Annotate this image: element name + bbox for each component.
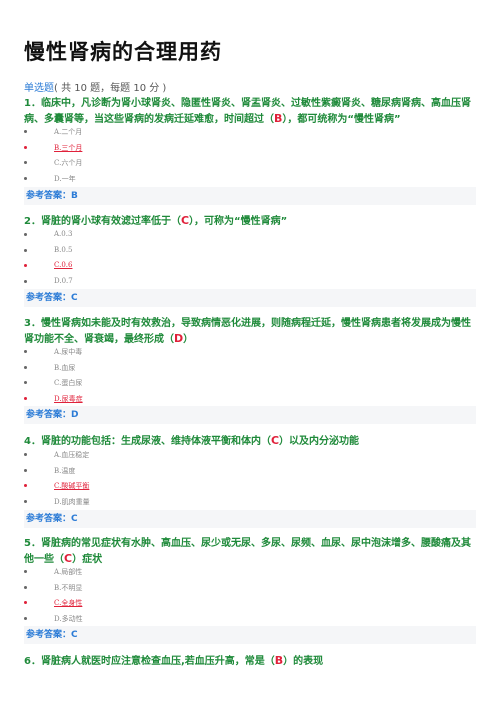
question-number: 3． (24, 318, 41, 329)
bullet-icon (24, 350, 27, 353)
question-number: 5． (24, 538, 41, 549)
answer-letter: D (174, 332, 184, 345)
option-d[interactable]: D.尿毒症 (24, 392, 464, 408)
options-list-3: A.尿中毒 B.血尿 C.蛋白尿 D.尿毒症 (24, 345, 464, 407)
bullet-icon (24, 601, 27, 604)
option-c[interactable]: C.蛋白尿 (24, 376, 464, 392)
answer-letter: C (270, 434, 280, 447)
question-text-end: ） (183, 334, 194, 345)
reference-answer-2: 参考答案：C (24, 289, 476, 307)
bullet-icon (24, 484, 27, 487)
option-a[interactable]: A.二个月 (24, 125, 464, 141)
bullet-icon (24, 381, 27, 384)
question-text: 肾脏病人就医时应注意检查血压,若血压升高，常是（ (40, 656, 275, 667)
question-4: 4．肾脏的功能包括：生成尿液、维持体液平衡和体内（C）以及内分泌功能 (24, 433, 476, 449)
answer-letter: C (64, 552, 73, 565)
reference-answer-5: 参考答案：C (24, 626, 476, 644)
option-d[interactable]: D.肌肉重量 (24, 495, 464, 511)
bullet-icon (24, 499, 27, 503)
question-number: 1． (24, 98, 41, 109)
page-title: 慢性肾病的合理用药 (24, 40, 222, 64)
bullet-icon (24, 396, 27, 400)
question-1: 1．临床中，凡诊断为肾小球肾炎、隐匿性肾炎、肾盂肾炎、过敏性紫癜肾炎、糖尿病肾病… (24, 96, 476, 127)
question-6: 6．肾脏病人就医时应注意检查血压,若血压升高，常是（B）的表现 (24, 653, 476, 669)
question-text: 慢性肾病如未能及时有效救治，导致病情恶化进展，则随病程迁延，慢性肾病患者将发展成… (24, 318, 471, 345)
question-number: 4． (24, 436, 41, 447)
bullet-icon (24, 233, 27, 236)
bullet-icon (24, 365, 27, 369)
option-c[interactable]: C.全身性 (24, 596, 464, 612)
options-list-1: A.二个月 B.三个月 C.六个月 D.一年 (24, 125, 464, 187)
option-a[interactable]: A.血压稳定 (24, 448, 464, 464)
answer-letter: B (274, 112, 283, 125)
options-list-2: A.0.3 B.0.5 C.0.6 D.0.7 (24, 228, 464, 290)
question-number: 6． (24, 656, 41, 667)
question-text-end: ）症状 (72, 554, 103, 565)
option-d[interactable]: D.0.7 (24, 275, 464, 291)
section-meta: 单选题( 共 10 题，每题 10 分 ) (24, 79, 166, 94)
question-text: 临床中，凡诊断为肾小球肾炎、隐匿性肾炎、肾盂肾炎、过敏性紫癜肾炎、糖尿病肾病、高… (24, 98, 471, 125)
options-list-5: A.局部性 B.不明显 C.全身性 D.多动性 (24, 565, 464, 627)
option-b[interactable]: B.血尿 (24, 361, 464, 377)
question-text-end: ）以及内分泌功能 (279, 436, 360, 447)
option-a[interactable]: A.0.3 (24, 228, 464, 244)
question-text: 肾脏的肾小球有效滤过率低于（ (40, 216, 181, 227)
options-list-4: A.血压稳定 B.温度 C.酸碱平衡 D.肌肉重量 (24, 448, 464, 510)
bullet-icon (24, 570, 27, 573)
option-a[interactable]: A.局部性 (24, 565, 464, 581)
question-text-end: ），可称为“慢性肾病” (189, 216, 288, 227)
question-text-end: ），都可统称为“慢性肾病” (282, 114, 401, 125)
reference-answer-4: 参考答案：C (24, 510, 476, 528)
bullet-icon (24, 616, 27, 620)
bullet-icon (24, 161, 27, 164)
question-type: 单选题 (24, 83, 54, 94)
option-b[interactable]: B.温度 (24, 464, 464, 480)
question-2: 2．肾脏的肾小球有效滤过率低于（C），可称为“慢性肾病” (24, 213, 476, 229)
option-b[interactable]: B.三个月 (24, 141, 464, 157)
question-number: 2． (24, 216, 41, 227)
option-d[interactable]: D.多动性 (24, 612, 464, 628)
question-3: 3．慢性肾病如未能及时有效救治，导致病情恶化进展，则随病程迁延，慢性肾病患者将发… (24, 316, 476, 347)
option-d[interactable]: D.一年 (24, 172, 464, 188)
bullet-icon (24, 176, 27, 180)
bullet-icon (24, 248, 27, 252)
question-5: 5．肾脏病的常见症状有水肿、高血压、尿少或无尿、多尿、尿频、血尿、尿中泡沫增多、… (24, 536, 476, 567)
question-text-end: ）的表现 (283, 656, 324, 667)
bullet-icon (24, 145, 27, 149)
reference-answer-1: 参考答案：B (24, 187, 476, 205)
bullet-icon (24, 468, 27, 472)
option-b[interactable]: B.0.5 (24, 244, 464, 260)
question-text: 肾脏病的常见症状有水肿、高血压、尿少或无尿、多尿、尿频、血尿、尿中泡沫增多、腰酸… (24, 538, 471, 565)
question-text: 肾脏的功能包括：生成尿液、维持体液平衡和体内（ (40, 436, 271, 447)
bullet-icon (24, 130, 27, 133)
option-b[interactable]: B.不明显 (24, 581, 464, 597)
option-c[interactable]: C.六个月 (24, 156, 464, 172)
bullet-icon (24, 279, 27, 283)
reference-answer-3: 参考答案：D (24, 406, 476, 424)
answer-letter: B (274, 654, 284, 667)
bullet-icon (24, 453, 27, 456)
option-c[interactable]: C.酸碱平衡 (24, 479, 464, 495)
bullet-icon (24, 585, 27, 589)
option-c[interactable]: C.0.6 (24, 259, 464, 275)
question-count: ( 共 10 题，每题 10 分 ) (54, 83, 167, 94)
option-a[interactable]: A.尿中毒 (24, 345, 464, 361)
answer-letter: C (180, 214, 190, 227)
bullet-icon (24, 264, 27, 267)
